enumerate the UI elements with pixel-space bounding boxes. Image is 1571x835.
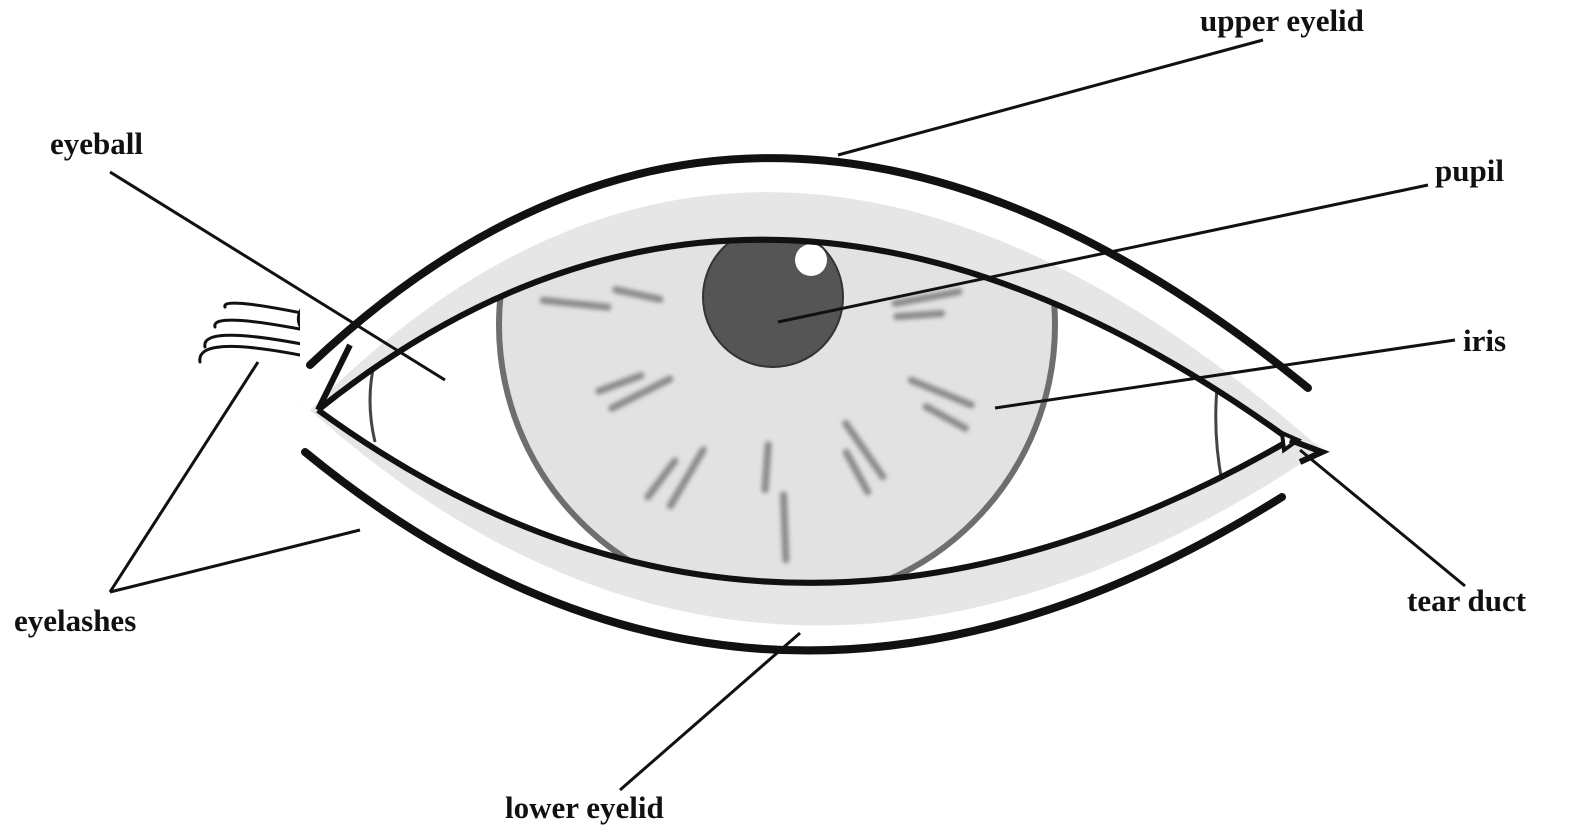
label-upper-eyelid: upper eyelid	[1200, 5, 1364, 36]
upper-eyelash	[200, 346, 315, 362]
label-iris: iris	[1463, 325, 1506, 356]
label-lower-eyelid: lower eyelid	[505, 792, 664, 823]
iris-streak	[897, 314, 942, 317]
leader-eyelashes-upper	[110, 362, 258, 592]
iris-streak	[765, 445, 768, 490]
label-eyelashes: eyelashes	[14, 605, 136, 636]
label-eyeball: eyeball	[50, 128, 143, 159]
iris-streak	[784, 495, 786, 560]
pupil-highlight	[795, 244, 827, 276]
label-tear-duct: tear duct	[1407, 585, 1526, 616]
pupil	[703, 227, 843, 367]
label-pupil: pupil	[1435, 155, 1504, 186]
